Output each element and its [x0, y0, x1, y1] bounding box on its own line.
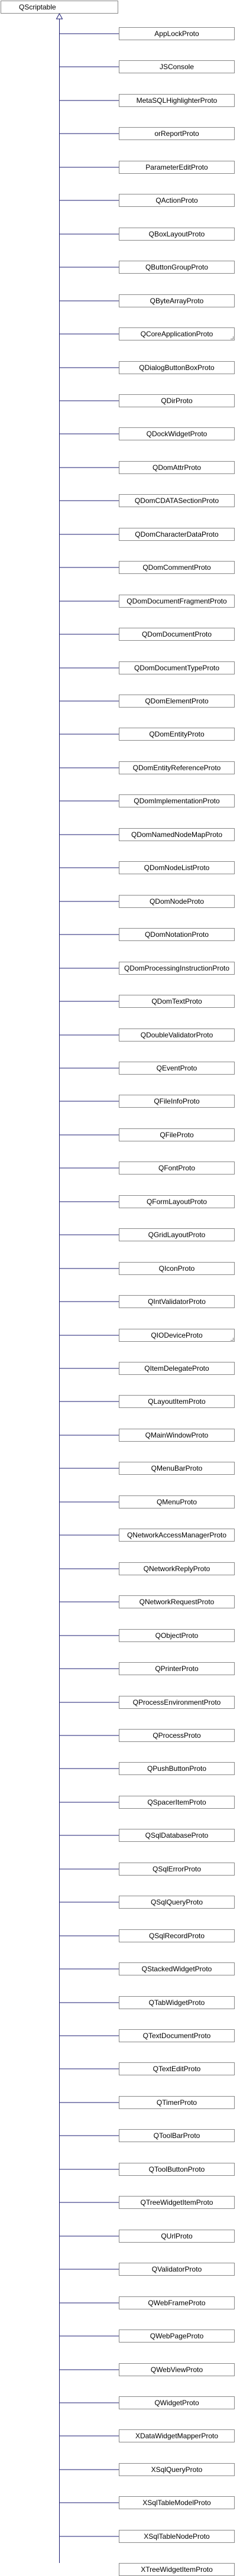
- child-class-node[interactable]: QMainWindowProto: [119, 1429, 235, 1442]
- child-class-node[interactable]: QDirProto: [119, 394, 235, 407]
- child-class-node[interactable]: QDomTextProto: [119, 995, 235, 1008]
- child-class-node[interactable]: QIODeviceProto: [119, 1329, 235, 1342]
- child-class-node[interactable]: QDomDocumentProto: [119, 628, 235, 641]
- child-class-node[interactable]: QDomImplementationProto: [119, 794, 235, 807]
- child-class-node[interactable]: QWebViewProto: [119, 2363, 235, 2376]
- child-class-node[interactable]: QCoreApplicationProto: [119, 327, 235, 340]
- child-class-node[interactable]: QSqlRecordProto: [119, 1929, 235, 1942]
- child-class-node[interactable]: QFontProto: [119, 1162, 235, 1175]
- child-class-node[interactable]: QDomCDATASectionProto: [119, 494, 235, 507]
- child-class-node[interactable]: QDomNodeProto: [119, 895, 235, 908]
- child-class-node[interactable]: QEventProto: [119, 1062, 235, 1075]
- child-class-node[interactable]: QDomDocumentFragmentProto: [119, 595, 235, 608]
- child-class-node[interactable]: QProcessProto: [119, 1729, 235, 1742]
- child-class-node[interactable]: MetaSQLHighlighterProto: [119, 94, 235, 107]
- child-class-node[interactable]: QSqlDatabaseProto: [119, 1829, 235, 1842]
- child-class-node[interactable]: QTabWidgetProto: [119, 1996, 235, 2009]
- root-class-node[interactable]: QScriptable: [1, 1, 118, 14]
- child-class-node[interactable]: QDialogButtonBoxProto: [119, 361, 235, 374]
- child-class-node[interactable]: QObjectProto: [119, 1629, 235, 1642]
- child-class-node[interactable]: XSqlTableModelProto: [119, 2496, 235, 2509]
- child-class-node[interactable]: QMenuProto: [119, 1495, 235, 1508]
- child-class-node[interactable]: QIconProto: [119, 1262, 235, 1275]
- child-class-node[interactable]: QWebFrameProto: [119, 2296, 235, 2309]
- child-class-node[interactable]: QPushButtonProto: [119, 1762, 235, 1775]
- child-class-node[interactable]: XSqlTableNodeProto: [119, 2530, 235, 2543]
- child-class-node[interactable]: XSqlQueryProto: [119, 2463, 235, 2476]
- child-class-node[interactable]: QDomProcessingInstructionProto: [119, 962, 235, 975]
- child-class-node[interactable]: JSConsole: [119, 60, 235, 73]
- child-class-node[interactable]: QToolBarProto: [119, 2129, 235, 2142]
- child-class-node[interactable]: QNetworkReplyProto: [119, 1562, 235, 1575]
- child-class-node[interactable]: QTextDocumentProto: [119, 2029, 235, 2042]
- child-class-node[interactable]: QItemDelegateProto: [119, 1362, 235, 1375]
- child-class-node[interactable]: QDomCharacterDataProto: [119, 528, 235, 541]
- child-class-node[interactable]: QWidgetProto: [119, 2396, 235, 2409]
- child-class-node[interactable]: ParameterEditProto: [119, 161, 235, 174]
- child-class-node[interactable]: QDomElementProto: [119, 695, 235, 708]
- child-class-node[interactable]: QDoubleValidatorProto: [119, 1029, 235, 1042]
- child-class-node[interactable]: QDomAttrProto: [119, 461, 235, 474]
- child-class-node[interactable]: QUrlProto: [119, 2230, 235, 2243]
- child-class-node[interactable]: QDomEntityProto: [119, 728, 235, 741]
- child-class-node[interactable]: QNetworkAccessManagerProto: [119, 1529, 235, 1542]
- child-class-node[interactable]: QDomNotationProto: [119, 928, 235, 941]
- child-class-node[interactable]: QPrinterProto: [119, 1662, 235, 1675]
- child-class-node[interactable]: QSqlErrorProto: [119, 1863, 235, 1876]
- child-class-node[interactable]: QMenuBarProto: [119, 1462, 235, 1475]
- child-class-node[interactable]: QFileProto: [119, 1128, 235, 1141]
- child-class-node[interactable]: QTimerProto: [119, 2096, 235, 2109]
- child-class-node[interactable]: QDomCommentProto: [119, 561, 235, 574]
- child-class-node[interactable]: QWebPageProto: [119, 2330, 235, 2343]
- more-indicator-icon: [231, 336, 233, 339]
- child-class-node[interactable]: QTextEditProto: [119, 2062, 235, 2075]
- child-class-node[interactable]: QButtonGroupProto: [119, 261, 235, 274]
- child-class-node[interactable]: QDomNodeListProto: [119, 861, 235, 874]
- child-class-node[interactable]: QFileInfoProto: [119, 1095, 235, 1108]
- child-class-node[interactable]: XTreeWidgetItemProto: [119, 2563, 235, 2576]
- child-class-node[interactable]: QToolButtonProto: [119, 2163, 235, 2176]
- child-class-node[interactable]: QBoxLayoutProto: [119, 228, 235, 241]
- child-class-node[interactable]: AppLockProto: [119, 27, 235, 40]
- child-class-node[interactable]: XDataWidgetMapperProto: [119, 2429, 235, 2442]
- child-class-node[interactable]: QByteArrayProto: [119, 294, 235, 307]
- child-class-node[interactable]: QProcessEnvironmentProto: [119, 1696, 235, 1709]
- child-class-node[interactable]: QActionProto: [119, 194, 235, 207]
- child-class-node[interactable]: QDomDocumentTypeProto: [119, 661, 235, 674]
- child-class-node[interactable]: QFormLayoutProto: [119, 1195, 235, 1208]
- child-class-node[interactable]: QStackedWidgetProto: [119, 1962, 235, 1975]
- more-indicator-icon: [231, 1338, 233, 1341]
- child-class-node[interactable]: QValidatorProto: [119, 2263, 235, 2276]
- child-class-node[interactable]: QTreeWidgetItemProto: [119, 2196, 235, 2209]
- child-class-node[interactable]: QGridLayoutProto: [119, 1228, 235, 1241]
- child-class-node[interactable]: QSpacerItemProto: [119, 1796, 235, 1809]
- child-class-node[interactable]: QDomNamedNodeMapProto: [119, 828, 235, 841]
- child-class-node[interactable]: QIntValidatorProto: [119, 1295, 235, 1308]
- child-class-node[interactable]: QNetworkRequestProto: [119, 1595, 235, 1608]
- child-class-node[interactable]: orReportProto: [119, 127, 235, 140]
- child-class-node[interactable]: QDomEntityReferenceProto: [119, 761, 235, 774]
- child-class-node[interactable]: QDockWidgetProto: [119, 427, 235, 440]
- child-class-node[interactable]: QSqlQueryProto: [119, 1896, 235, 1909]
- inheritance-arrowhead-icon: [56, 12, 63, 20]
- child-class-node[interactable]: QLayoutItemProto: [119, 1395, 235, 1408]
